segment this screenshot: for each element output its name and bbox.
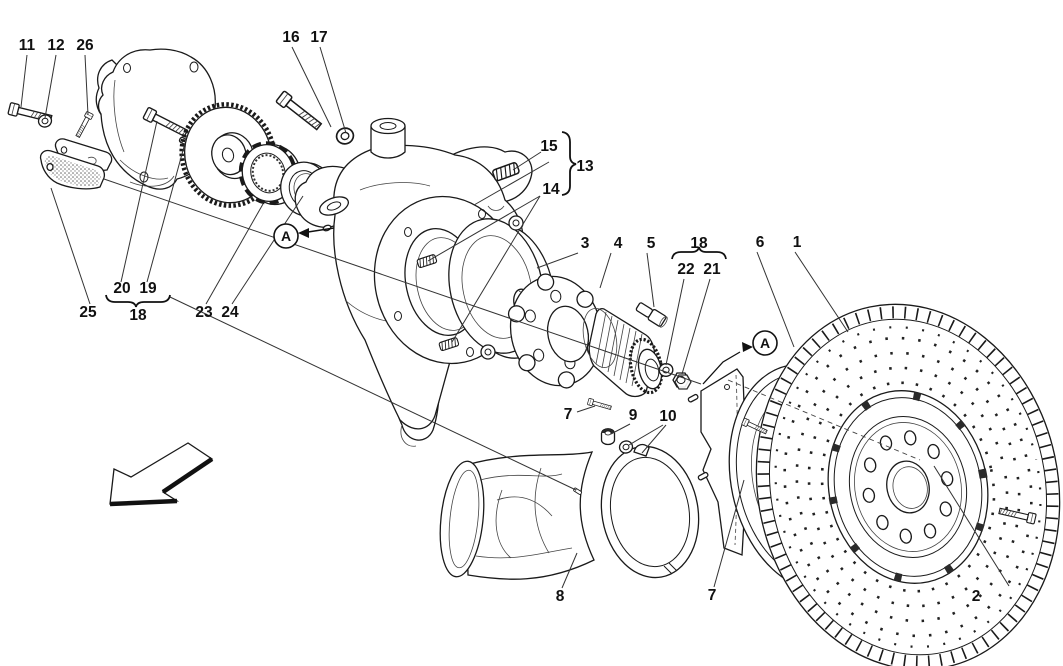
- callout-5: 5: [647, 235, 656, 252]
- callout-2: 2: [972, 588, 981, 605]
- callout-3: 3: [581, 235, 590, 252]
- callout-8: 8: [556, 588, 565, 605]
- screw-7: [586, 397, 613, 412]
- callout-9: 9: [629, 407, 638, 424]
- brake-disc: [755, 303, 1061, 666]
- view-label-a-left: A: [281, 228, 291, 244]
- callout-25: 25: [79, 304, 97, 321]
- callout-4: 4: [614, 235, 623, 252]
- callout-21: 21: [703, 261, 721, 278]
- cooling-duct: [439, 443, 700, 580]
- callout-18-lower: 18: [129, 307, 147, 324]
- wheel-hub: [507, 273, 664, 398]
- callout-15: 15: [540, 138, 558, 155]
- callout-7-upper: 7: [564, 406, 573, 423]
- hub-nut-21: [672, 372, 692, 390]
- callout-11: 11: [19, 37, 36, 54]
- screw-26: [73, 110, 94, 139]
- nut-9: [600, 428, 616, 446]
- callout-17: 17: [310, 29, 327, 46]
- callout-1: 1: [793, 234, 802, 251]
- callout-braces: [105, 131, 727, 308]
- callout-13: 13: [576, 158, 594, 175]
- callout-19: 19: [139, 280, 157, 297]
- callout-labels: 11 12 26 16 17 15 13 14 3 4 5 18 22 21 6…: [19, 29, 981, 605]
- callout-24: 24: [221, 304, 239, 321]
- view-label-a-right: A: [760, 335, 770, 351]
- direction-arrow: [109, 442, 214, 507]
- view-marker-a-right: [702, 330, 778, 385]
- stud-5: [635, 302, 668, 328]
- leader-lines: [20, 46, 1010, 589]
- callout-7-lower: 7: [708, 587, 717, 604]
- callout-10: 10: [659, 408, 676, 425]
- callout-20: 20: [113, 280, 130, 297]
- guard-pad: [39, 149, 105, 190]
- callout-18-upper: 18: [690, 235, 708, 252]
- callout-6: 6: [756, 234, 765, 251]
- callout-23: 23: [195, 304, 213, 321]
- callout-14: 14: [542, 181, 560, 198]
- callout-22: 22: [677, 261, 694, 278]
- view-marker-a-left: [273, 223, 335, 249]
- callout-26: 26: [76, 37, 94, 54]
- callout-12: 12: [47, 37, 64, 54]
- callout-16: 16: [282, 29, 300, 46]
